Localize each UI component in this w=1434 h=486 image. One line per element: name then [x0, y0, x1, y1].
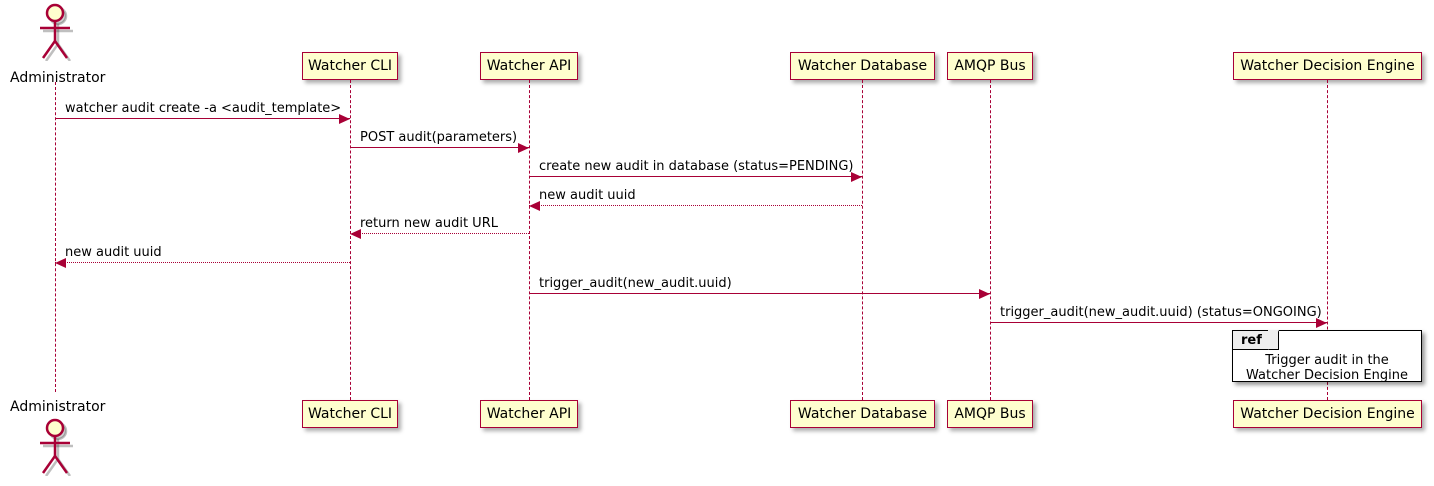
- message-label-m5: return new audit URL: [360, 216, 498, 231]
- message-line-m4: [529, 205, 862, 206]
- actor-label-top: Administrator: [10, 70, 106, 86]
- participant-amqp-top[interactable]: AMQP Bus: [947, 52, 1033, 80]
- message-line-m8: [990, 322, 1327, 323]
- message-label-m1: watcher audit create -a <audit_template>: [65, 101, 342, 116]
- arrow-head-m7: [979, 288, 990, 299]
- lifeline-engine: [1327, 80, 1328, 400]
- message-line-m2: [350, 147, 529, 148]
- message-line-m1: [55, 118, 350, 119]
- actor-top: [30, 3, 80, 62]
- participant-cli-bottom[interactable]: Watcher CLI: [302, 400, 398, 428]
- arrow-head-m5: [350, 228, 361, 239]
- participant-db-top[interactable]: Watcher Database: [790, 52, 935, 80]
- participant-engine-top[interactable]: Watcher Decision Engine: [1233, 52, 1422, 80]
- arrow-head-m4: [529, 200, 540, 211]
- lifeline-db: [862, 80, 863, 400]
- ref-fragment-line-1: Watcher Decision Engine: [1246, 368, 1408, 383]
- lifeline-administrator: [55, 82, 56, 392]
- actor-bottom: [30, 418, 80, 477]
- actor-label-bottom: Administrator: [10, 399, 106, 415]
- participant-db-bottom[interactable]: Watcher Database: [790, 400, 935, 428]
- actor-stick-figure-icon: [40, 3, 73, 62]
- actor-stick-figure-icon: [40, 418, 73, 477]
- message-label-m7: trigger_audit(new_audit.uuid): [539, 276, 732, 291]
- arrow-head-m3: [851, 171, 862, 182]
- lifeline-api: [529, 80, 530, 400]
- arrow-head-m6: [55, 257, 66, 268]
- message-label-m8: trigger_audit(new_audit.uuid) (status=ON…: [1000, 305, 1322, 320]
- message-line-m5: [350, 233, 529, 234]
- message-label-m6: new audit uuid: [65, 245, 162, 260]
- arrow-head-m2: [518, 142, 529, 153]
- lifeline-amqp: [990, 80, 991, 400]
- participant-engine-bottom[interactable]: Watcher Decision Engine: [1233, 400, 1422, 428]
- message-label-m4: new audit uuid: [539, 188, 636, 203]
- lifeline-cli: [350, 80, 351, 400]
- participant-amqp-bottom[interactable]: AMQP Bus: [947, 400, 1033, 428]
- arrow-head-m8: [1316, 317, 1327, 328]
- ref-fragment-line-0: Trigger audit in the: [1265, 353, 1389, 368]
- participant-api-bottom[interactable]: Watcher API: [480, 400, 578, 428]
- message-label-m3: create new audit in database (status=PEN…: [539, 159, 854, 174]
- participant-api-top[interactable]: Watcher API: [480, 52, 578, 80]
- message-label-m2: POST audit(parameters): [360, 130, 518, 145]
- message-line-m7: [529, 293, 990, 294]
- message-line-m3: [529, 176, 862, 177]
- participant-cli-top[interactable]: Watcher CLI: [302, 52, 398, 80]
- message-line-m6: [55, 262, 350, 263]
- arrow-head-m1: [339, 113, 350, 124]
- ref-fragment-keyword: ref: [1233, 330, 1279, 350]
